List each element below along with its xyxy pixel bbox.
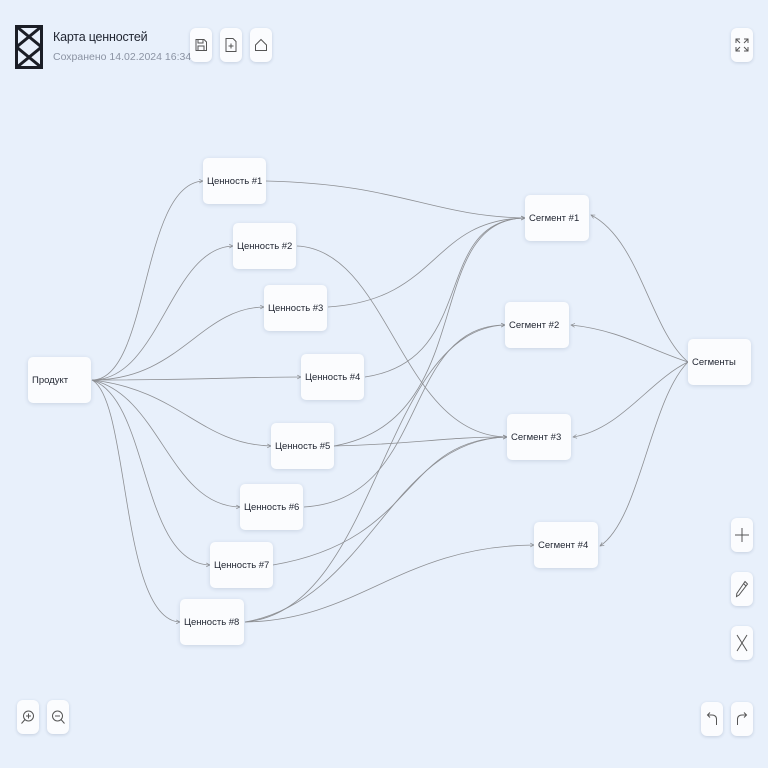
node-segment-2[interactable]: Сегмент #2 [505, 302, 569, 348]
plus-icon [735, 528, 749, 542]
save-icon [195, 39, 207, 51]
undo-button[interactable] [701, 702, 723, 736]
new-document-button[interactable] [220, 28, 242, 62]
edge-value-2-segment-3 [296, 245, 507, 437]
node-value-4[interactable]: Ценность #4 [301, 354, 364, 400]
node-segment-1[interactable]: Сегмент #1 [525, 195, 589, 241]
node-segment-4[interactable]: Сегмент #4 [534, 522, 598, 568]
delete-button[interactable] [731, 626, 753, 660]
node-value-7[interactable]: Ценность #7 [210, 542, 273, 588]
edge-value-4-segment-1 [364, 218, 525, 378]
edge-product-value-1 [91, 181, 203, 381]
fullscreen-button[interactable] [731, 28, 753, 62]
edge-value-8-segment-4 [244, 545, 534, 623]
node-segment-3[interactable]: Сегмент #3 [507, 414, 571, 460]
node-value-2[interactable]: Ценность #2 [233, 223, 296, 269]
redo-icon [737, 712, 748, 725]
zoom-out-icon [52, 710, 65, 724]
node-segments[interactable]: Сегменты [688, 339, 751, 385]
node-value-1[interactable]: Ценность #1 [203, 158, 266, 204]
add-node-button[interactable] [731, 518, 753, 552]
save-button[interactable] [190, 28, 212, 62]
edge-product-value-5 [91, 379, 271, 446]
edge-segments-segment-4 [600, 361, 689, 546]
close-icon [736, 634, 748, 652]
edge-value-5-segment-3 [333, 437, 507, 447]
edge-segments-segment-2 [571, 325, 689, 363]
edge-value-8-segment-2 [244, 325, 505, 623]
edge-product-value-6 [91, 379, 240, 507]
redo-button[interactable] [731, 702, 753, 736]
node-value-3[interactable]: Ценность #3 [264, 285, 327, 331]
undo-icon [706, 712, 717, 725]
edge-product-value-2 [91, 246, 233, 381]
edge-product-value-4 [91, 377, 301, 381]
edge-product-value-7 [91, 379, 210, 565]
home-icon [255, 38, 267, 51]
fullscreen-icon [735, 38, 749, 52]
zoom-out-button[interactable] [47, 700, 69, 734]
edge-value-3-segment-1 [327, 218, 525, 308]
home-button[interactable] [250, 28, 272, 62]
save-status: Сохранено 14.02.2024 16:34 [53, 51, 192, 63]
page-title: Карта ценностей [53, 30, 148, 44]
node-value-8[interactable]: Ценность #8 [180, 599, 244, 645]
edge-value-1-segment-1 [265, 180, 525, 218]
logo-icon [15, 25, 43, 69]
edge-value-6-segment-2 [303, 325, 505, 508]
pencil-icon [735, 580, 749, 598]
node-value-5[interactable]: Ценность #5 [271, 423, 334, 469]
edge-value-5-segment-1 [333, 218, 525, 447]
edge-product-value-8 [91, 379, 180, 622]
node-product[interactable]: Продукт [28, 357, 91, 403]
node-value-6[interactable]: Ценность #6 [240, 484, 303, 530]
edge-segments-segment-1 [591, 214, 689, 363]
edit-button[interactable] [731, 572, 753, 606]
zoom-in-button[interactable] [17, 700, 39, 734]
edge-product-value-3 [91, 307, 264, 381]
add-document-icon [225, 38, 237, 52]
edge-segments-segment-3 [573, 361, 689, 437]
zoom-in-icon [21, 710, 34, 724]
